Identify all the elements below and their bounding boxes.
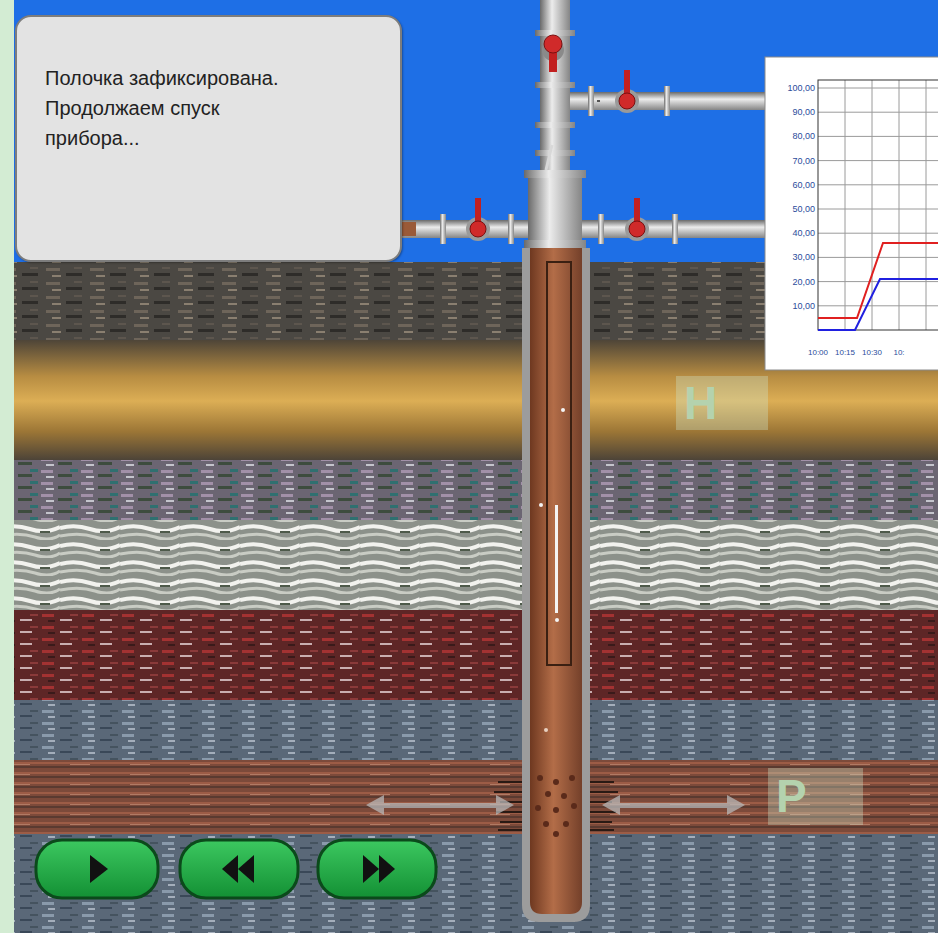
axis-tick: 100,00 <box>767 83 815 93</box>
axis-tick: 30,00 <box>767 252 815 262</box>
axis-tick: 50,00 <box>767 204 815 214</box>
axis-tick: 40,00 <box>767 228 815 238</box>
axis-tick: 80,00 <box>767 131 815 141</box>
axis-tick: 10:00 <box>800 348 836 357</box>
axis-tick: 10,00 <box>767 301 815 311</box>
axis-tick: 10: <box>881 348 917 357</box>
watermark-letter: Р <box>776 771 826 821</box>
axis-tick: 20,00 <box>767 277 815 287</box>
watermark-letter: Н <box>684 378 734 428</box>
axis-tick: 90,00 <box>767 107 815 117</box>
axis-tick: 60,00 <box>767 180 815 190</box>
callout-text: Полочка зафиксирована. Продолжаем спуск … <box>45 63 315 153</box>
axis-tick: 10:15 <box>827 348 863 357</box>
axis-tick: 10:30 <box>854 348 890 357</box>
message-callout: Полочка зафиксирована. Продолжаем спуск … <box>15 15 402 262</box>
axis-tick: 70,00 <box>767 156 815 166</box>
